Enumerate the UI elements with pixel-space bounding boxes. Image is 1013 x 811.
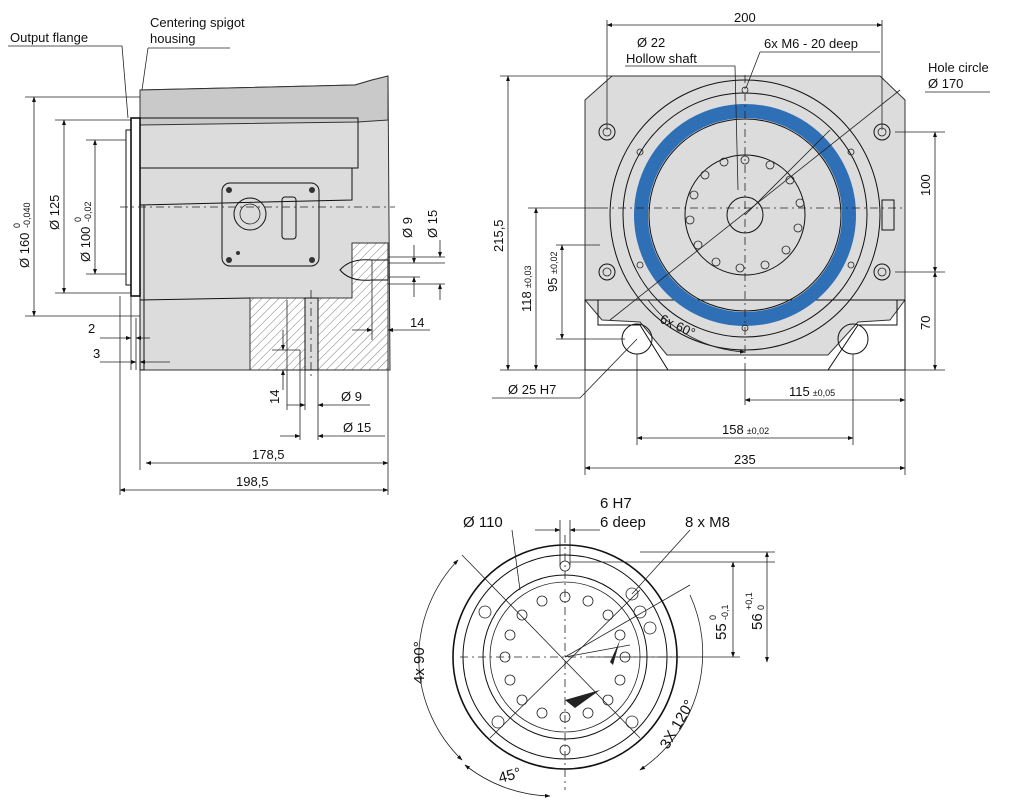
dia-15-side-dim: Ø 15 bbox=[425, 210, 440, 238]
dia-22-label: Ø 22 bbox=[637, 35, 665, 50]
svg-text:100: 100 bbox=[918, 174, 933, 196]
dim-55-dim: 55 0 -0,1 bbox=[708, 604, 730, 640]
dim-95-dim: 95 ±0,02 bbox=[545, 252, 560, 292]
dim-100-dim: 100 bbox=[918, 174, 933, 196]
front-side-connector bbox=[881, 199, 895, 231]
side-bore-hole bbox=[339, 259, 389, 281]
hatched-section-left bbox=[249, 297, 306, 371]
centering-spigot-label-1: Centering spigot bbox=[150, 15, 245, 30]
round-connector-icon bbox=[233, 197, 267, 231]
dia-9-side-dim: Ø 9 bbox=[400, 217, 415, 238]
dia-110-label: Ø 110 bbox=[463, 514, 503, 531]
hollow-shaft-label: Hollow shaft bbox=[626, 51, 697, 66]
svg-text:±0,03: ±0,03 bbox=[523, 266, 533, 288]
front-bolt-holes bbox=[636, 86, 855, 332]
dim-200-label: 200 bbox=[734, 10, 756, 25]
dia-9-bottom-label: Ø 9 bbox=[341, 389, 362, 404]
svg-text:95: 95 bbox=[545, 278, 560, 292]
svg-text:215,5: 215,5 bbox=[491, 219, 506, 252]
dim-2-label: 2 bbox=[88, 321, 95, 336]
h7-label-2: 6 deep bbox=[600, 514, 646, 531]
flange-collar bbox=[139, 204, 145, 371]
m8-holes-label: 8 x M8 bbox=[685, 514, 730, 531]
svg-text:55: 55 bbox=[713, 623, 730, 640]
h7-label-1: 6 H7 bbox=[600, 495, 632, 512]
dsub-connector-icon bbox=[281, 196, 297, 240]
svg-text:3X 120°: 3X 120° bbox=[657, 697, 698, 752]
svg-text:0: 0 bbox=[73, 217, 83, 222]
centering-spigot-label-2: housing bbox=[150, 31, 196, 46]
front-view: 200 Ø 22 Hollow shaft 6x M6 - 20 deep Ho… bbox=[491, 10, 990, 475]
svg-text:Ø 100: Ø 100 bbox=[78, 227, 93, 262]
dim-158-label: 158±0,02 bbox=[722, 422, 769, 437]
dia-160-dim: Ø 160 0 -0,040 bbox=[12, 202, 32, 268]
angle-3x120-dim: 3X 120° bbox=[657, 697, 698, 752]
svg-text:Ø 9: Ø 9 bbox=[400, 217, 415, 238]
svg-text:±0,02: ±0,02 bbox=[549, 252, 559, 274]
dim-198-5-label: 198,5 bbox=[236, 474, 269, 489]
side-view: Output flange Centering spigot housing Ø… bbox=[8, 15, 445, 495]
dim-14-right-label: 14 bbox=[410, 315, 424, 330]
flange-bolt-holes bbox=[478, 560, 657, 756]
flange-view: 6 H7 6 deep Ø 110 8 x M8 55 0 -0,1 56 +0… bbox=[411, 495, 775, 798]
m6-holes-label: 6x M6 - 20 deep bbox=[764, 36, 858, 51]
svg-text:Ø 125: Ø 125 bbox=[47, 195, 62, 230]
svg-text:0: 0 bbox=[12, 223, 22, 228]
svg-text:118: 118 bbox=[519, 291, 534, 312]
connector-plate bbox=[221, 182, 320, 267]
bore-channel bbox=[304, 297, 319, 371]
centering-spigot bbox=[125, 129, 132, 286]
side-top-cover bbox=[139, 75, 389, 126]
angle-45-dim: 45° bbox=[497, 765, 523, 787]
dim-56-dim: 56 +0,1 0 bbox=[744, 592, 766, 630]
side-lower-line bbox=[139, 297, 251, 301]
svg-text:-0,040: -0,040 bbox=[22, 202, 32, 228]
svg-text:14: 14 bbox=[267, 390, 282, 404]
dia-25-h7-label: Ø 25 H7 bbox=[508, 382, 556, 397]
svg-text:0: 0 bbox=[708, 615, 718, 620]
dim-70-dim: 70 bbox=[918, 316, 933, 330]
svg-text:45°: 45° bbox=[497, 765, 523, 787]
dim-215-5-dim: 215,5 bbox=[491, 219, 506, 252]
svg-text:70: 70 bbox=[918, 316, 933, 330]
hole-circle-label-2: Ø 170 bbox=[928, 76, 963, 91]
svg-text:-0,02: -0,02 bbox=[83, 201, 93, 222]
dim-235-label: 235 bbox=[734, 452, 756, 467]
angle-4x90-dim: 4x 90° bbox=[411, 641, 428, 684]
svg-text:0: 0 bbox=[756, 605, 766, 610]
hole-circle-label-1: Hole circle bbox=[928, 60, 989, 75]
svg-text:-0,1: -0,1 bbox=[720, 604, 730, 620]
side-body-line bbox=[139, 167, 353, 206]
dia-15-bottom-label: Ø 15 bbox=[343, 420, 371, 435]
svg-text:+0,1: +0,1 bbox=[744, 592, 754, 610]
dim-3-label: 3 bbox=[93, 346, 100, 361]
svg-text:Ø 15: Ø 15 bbox=[425, 210, 440, 238]
dim-178-5-label: 178,5 bbox=[252, 447, 285, 462]
dim-14-bottom-dim: 14 bbox=[267, 390, 282, 404]
svg-text:Ø 160: Ø 160 bbox=[17, 233, 32, 268]
output-flange-label: Output flange bbox=[10, 30, 88, 45]
dia-100-dim: Ø 100 0 -0,02 bbox=[73, 201, 93, 262]
dim-118-dim: 118 ±0,03 bbox=[519, 266, 534, 312]
svg-text:56: 56 bbox=[749, 613, 766, 630]
svg-text:4x 90°: 4x 90° bbox=[411, 641, 428, 684]
dim-115-label: 115±0,05 bbox=[789, 384, 835, 399]
dia-125-dim: Ø 125 bbox=[47, 195, 62, 230]
